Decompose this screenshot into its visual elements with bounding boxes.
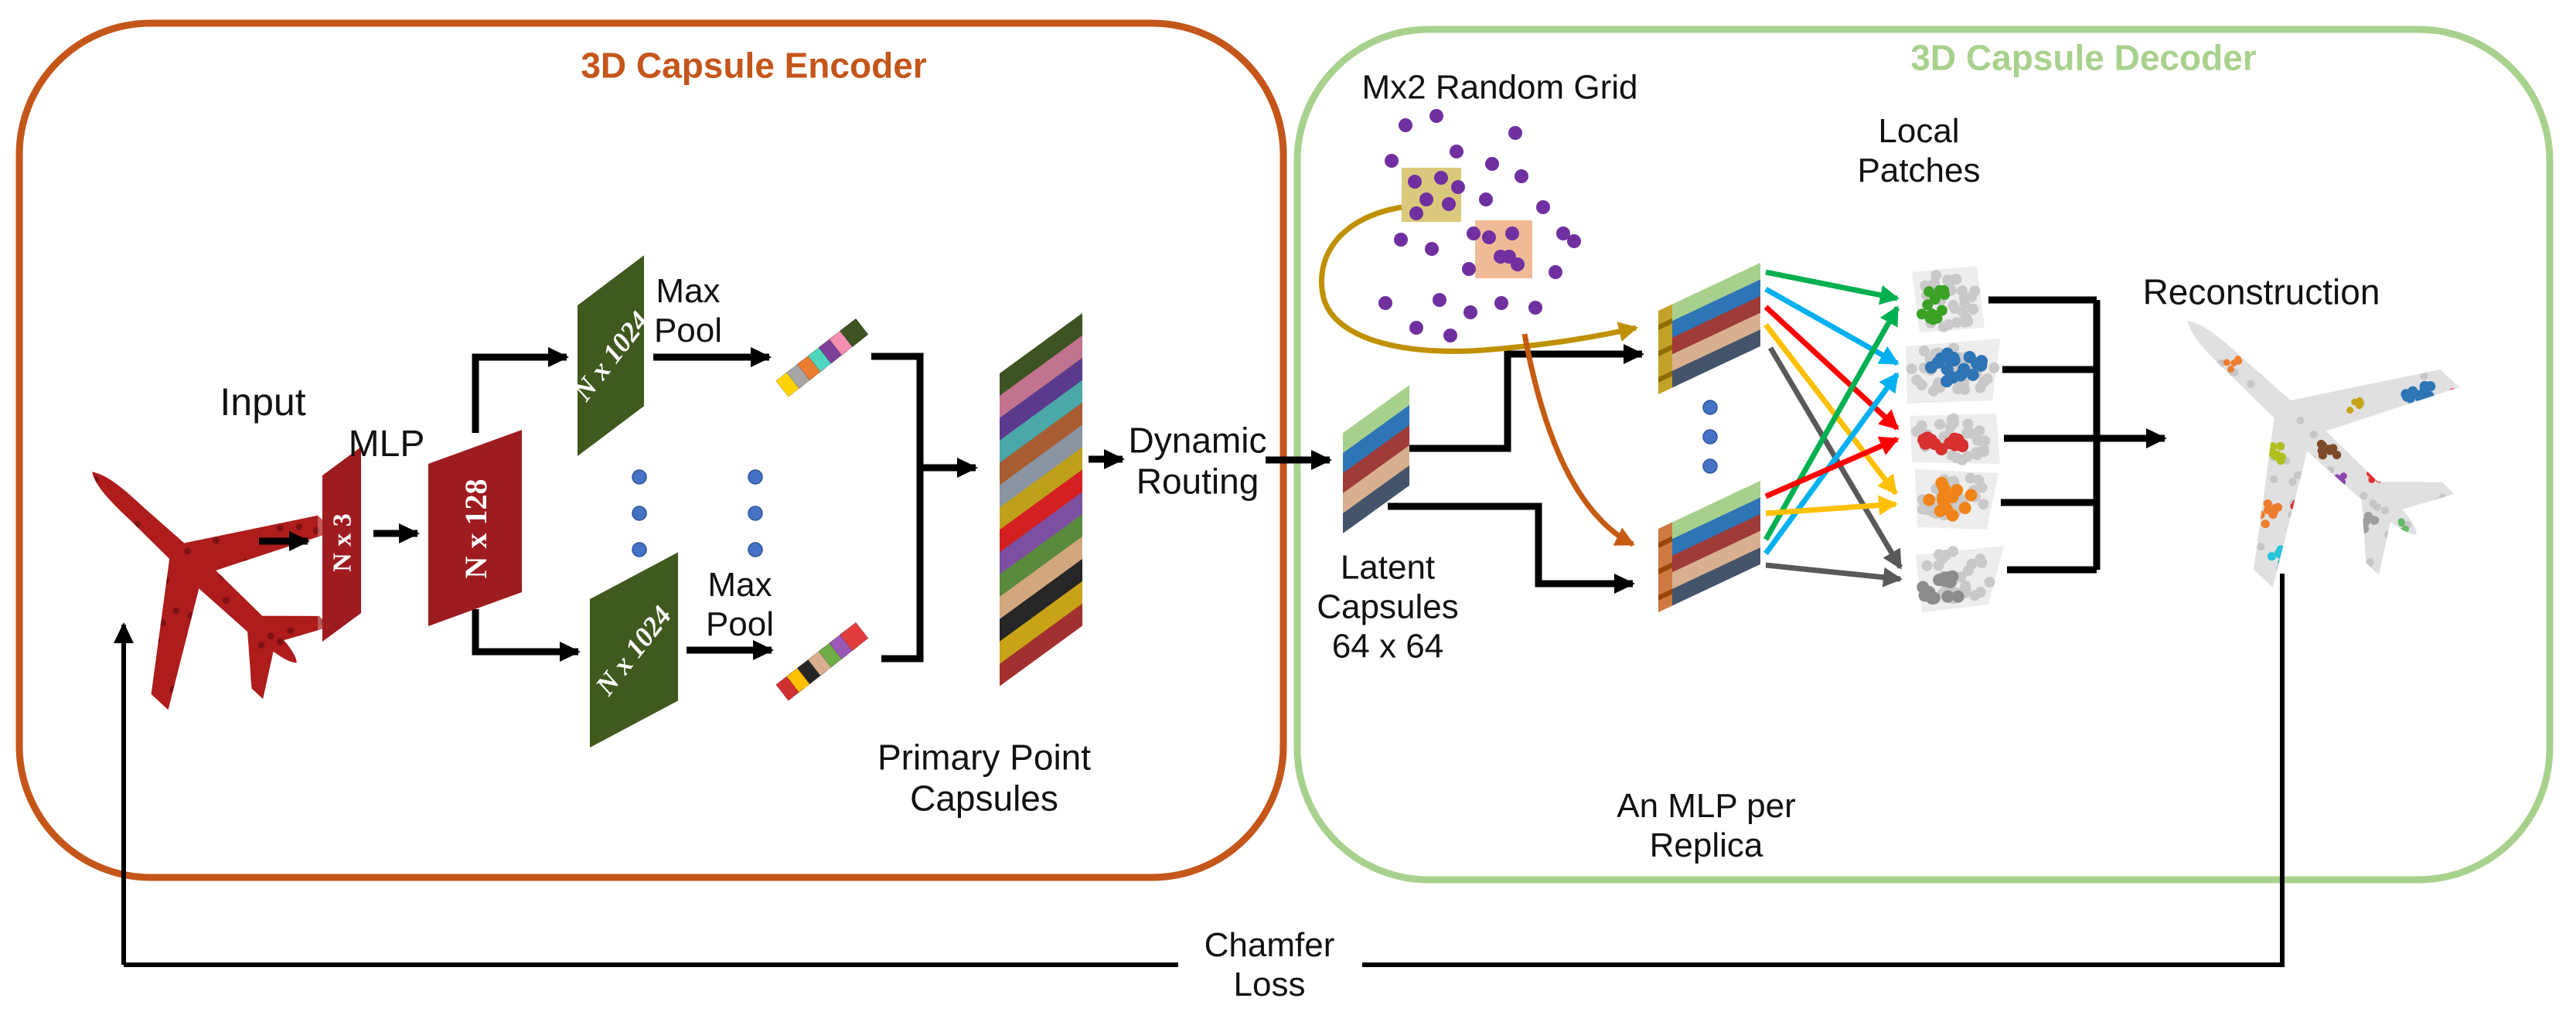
- latent-to-replica-lines: [1388, 344, 1644, 594]
- arrow-yellow-top: [1763, 322, 1898, 496]
- dynamic-routing-label: Dynamic Routing: [1128, 420, 1267, 502]
- replica-to-patch-arrows: [1763, 269, 1903, 588]
- decoder-box: [1293, 26, 2554, 884]
- maxpool-bottom-label: Max Pool: [705, 565, 775, 643]
- slab-n-x-128: [423, 424, 522, 629]
- mlp-per-replica-label: An MLP per Replica: [1617, 786, 1796, 864]
- ellipsis-dots-encoder-2: [748, 469, 763, 557]
- n-x-128-label: N x 128: [458, 479, 493, 579]
- chamfer-loss-label: Chamfer Loss: [1204, 925, 1335, 1003]
- latent-capsules-label: Latent Capsules 64 x 64: [1317, 548, 1459, 666]
- ellipsis-dots-encoder-1: [632, 469, 647, 557]
- replica-top-grid-edge: [1658, 304, 1672, 394]
- local-patch-blue: [1906, 339, 2000, 404]
- ellipsis-dots-decoder: [1702, 400, 1718, 474]
- encoder-title: 3D Capsule Encoder: [581, 45, 927, 86]
- primary-capsules-label: Primary Point Capsules: [877, 737, 1092, 819]
- arrow-yellow-bottom: [1765, 495, 1898, 516]
- n-x-3-label: N x 3: [328, 513, 357, 572]
- random-grid-label: Mx2 Random Grid: [1361, 68, 1638, 107]
- grid-curve-to-bottom-replica: [1521, 333, 1635, 547]
- patch-bus-lines: [1988, 296, 2167, 574]
- maxpool-bar-top: [775, 318, 869, 397]
- maxpool-bar-bottom: [775, 622, 869, 701]
- encoder-plumbing: [259, 347, 1332, 663]
- arrow-red-bottom: [1764, 436, 1900, 499]
- encoder-box: [15, 19, 1287, 881]
- reconstruction-label: Reconstruction: [2142, 271, 2380, 312]
- replica-slab-top: [1672, 257, 1760, 388]
- local-patch-red: [1910, 413, 2000, 465]
- arrow-cyan-bottom: [1763, 372, 1900, 556]
- decoder-title: 3D Capsule Decoder: [1910, 37, 2257, 78]
- arrow-green-bottom: [1763, 305, 1900, 541]
- slab-n-x-3: [318, 442, 361, 646]
- arrow-green-top: [1765, 269, 1900, 305]
- mlp-label: MLP: [348, 424, 425, 465]
- primary-capsules-slab: [993, 306, 1082, 690]
- input-label: Input: [220, 380, 306, 424]
- maxpool-top-label: Max Pool: [653, 271, 723, 349]
- local-patch-green: [1912, 266, 1985, 332]
- chamfer-loss-lines: [114, 574, 2285, 967]
- replica-bottom-grid-edge: [1658, 522, 1672, 612]
- slab-n-x-1024-bottom: [584, 547, 678, 751]
- latent-capsules-slab: [1337, 379, 1409, 538]
- slab-n-x-1024-top: [572, 250, 644, 461]
- replica-slab-bottom: [1672, 475, 1760, 606]
- grid-square-2: [1475, 220, 1532, 278]
- grid-curve-to-top-replica: [1318, 204, 1638, 354]
- arrow-gray-bottom: [1765, 562, 1903, 588]
- local-patches-label: Local Patches: [1857, 111, 1981, 189]
- local-patch-orange: [1915, 469, 1998, 530]
- local-patch-gray: [1916, 546, 2004, 612]
- grid-dots: [1378, 109, 1581, 342]
